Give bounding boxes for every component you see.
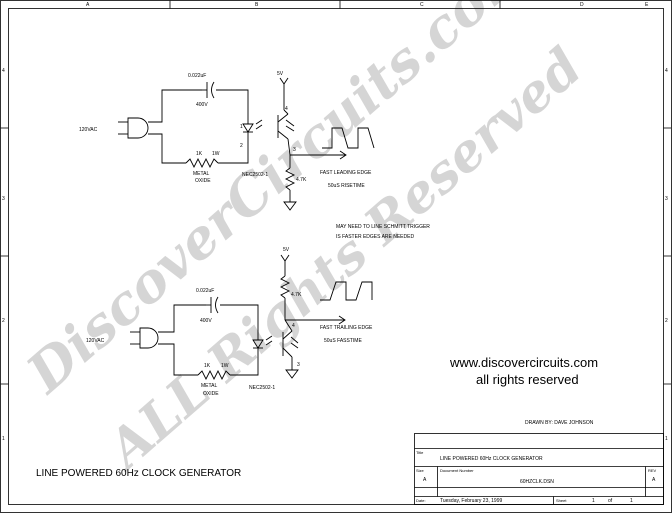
tb-date: Tuesday, February 23, 1999	[440, 498, 502, 504]
top-cap-voltage: 400V	[196, 102, 208, 108]
bottom-cap-voltage: 400V	[200, 318, 212, 324]
row-number-4: 4	[2, 68, 5, 74]
site-credit: www.discovercircuits.com all rights rese…	[449, 355, 598, 387]
watermark: DiscoverCircuits.com ALL Rights Reserved	[13, 0, 594, 483]
supply-arrow-icon	[279, 77, 289, 110]
mains-plug-icon	[118, 117, 149, 139]
resistor-icon	[185, 157, 219, 169]
top-edge-note-1: FAST LEADING EDGE	[320, 170, 372, 176]
pulldown-resistor-icon	[284, 167, 296, 191]
border-labels: A B C D E 4 3 2 1 4 3 2 1	[2, 2, 668, 442]
top-circuit-labels: 0.022uF 400V 120VAC 1K 1W METAL OXIDE NE…	[79, 71, 372, 189]
mains-plug-icon-bottom	[130, 327, 159, 349]
top-cap-value: 0.022uF	[188, 73, 206, 79]
tb-size: A	[423, 477, 427, 483]
led-icon-bottom	[252, 335, 273, 355]
pullup-resistor-icon-bottom	[279, 275, 291, 299]
tb-sheet-of: of	[608, 498, 613, 504]
tb-title: LINE POWERED 60Hz CLOCK GENERATOR	[440, 456, 543, 462]
ground-icon-bottom	[285, 369, 299, 379]
output-arrow-icon	[339, 150, 347, 160]
col-letter-a: A	[86, 2, 90, 8]
bottom-opto-part: NEC2502-1	[249, 385, 275, 391]
top-res-value: 1K	[196, 151, 203, 157]
row-number-3-right: 3	[665, 196, 668, 202]
top-res-type-1: METAL	[193, 171, 210, 177]
row-number-4-right: 4	[665, 68, 668, 74]
drawn-by: DRAWN BY: DAVE JOHNSON	[525, 420, 594, 426]
tb-rev: A	[652, 477, 656, 483]
col-letter-d: D	[580, 2, 584, 8]
tb-rev-label: REV	[648, 468, 657, 473]
bottom-mains-label: 120VAC	[86, 338, 105, 344]
top-pullup: 4.7K	[296, 177, 307, 183]
top-edge-note-2: 50uS RISETIME	[328, 183, 365, 189]
waveform-icon-bottom	[320, 281, 373, 301]
phototransistor-icon-bottom	[282, 330, 299, 358]
top-opto-pin3: 3	[293, 147, 296, 153]
schmitt-note-line2: IS FASTER EDGES ARE NEEDED	[336, 234, 414, 240]
col-letter-e: E	[645, 2, 649, 8]
top-mains-label: 120VAC	[79, 127, 98, 133]
top-opto-pin2: 2	[240, 143, 243, 149]
tb-size-label: Size	[416, 468, 425, 473]
ground-icon	[283, 201, 297, 211]
tb-sheet-total: 1	[630, 498, 633, 504]
row-number-2: 2	[2, 318, 5, 324]
bottom-res-power: 1W	[221, 363, 229, 369]
supply-arrow-icon-bottom	[280, 254, 290, 276]
top-opto-part: NEC2502-1	[242, 172, 268, 178]
tb-title-label: Title	[416, 450, 424, 455]
bottom-pullup: 4.7K	[291, 292, 302, 298]
capacitor-icon	[202, 81, 215, 99]
tb-date-label: Date:	[416, 498, 426, 503]
led-icon	[242, 118, 263, 140]
tb-sheet-num: 1	[592, 498, 595, 504]
title-block	[414, 433, 664, 505]
tb-docnum-label: Document Number	[440, 468, 474, 473]
capacitor-icon-bottom	[206, 296, 219, 314]
bottom-res-type-2: OXIDE	[203, 391, 219, 397]
bottom-res-value: 1K	[204, 363, 211, 369]
top-supply: 5V	[277, 71, 284, 77]
bottom-circuit-labels: 0.022uF 400V 120VAC 1K 1W METAL OXIDE NE…	[86, 247, 373, 397]
schmitt-note-line1: MAY NEED TO LINE SCHMITT TRIGGER	[336, 224, 430, 230]
site-rights: all rights reserved	[476, 372, 579, 387]
top-opto-pin1: 1	[240, 124, 243, 130]
top-circuit	[118, 77, 375, 211]
bottom-edge-note-2: 50uS FASSTIME	[324, 338, 362, 344]
bottom-circuit	[130, 254, 373, 381]
row-number-3: 3	[2, 196, 5, 202]
col-letter-c: C	[420, 2, 424, 8]
top-opto-pin4: 4	[285, 106, 288, 112]
phototransistor-icon	[277, 113, 295, 140]
row-number-1-right: 1	[665, 436, 668, 442]
title-block-text: Title LINE POWERED 60Hz CLOCK GENERATOR …	[416, 450, 657, 504]
bottom-opto-pin3: 3	[297, 362, 300, 368]
top-res-type-2: OXIDE	[195, 178, 211, 184]
main-title: LINE POWERED 60Hz CLOCK GENERATOR	[36, 468, 241, 479]
schmitt-note: MAY NEED TO LINE SCHMITT TRIGGER IS FAST…	[336, 224, 430, 240]
bottom-edge-note-1: FAST TRAILING EDGE	[320, 325, 373, 331]
tb-sheet-label: Sheet	[556, 498, 567, 503]
bottom-opto-pin4: 4	[292, 323, 295, 329]
output-arrow-icon-bottom	[338, 315, 346, 325]
waveform-icon	[322, 127, 375, 149]
site-url: www.discovercircuits.com	[449, 355, 598, 370]
row-number-2-right: 2	[665, 318, 668, 324]
bottom-supply: 5V	[283, 247, 290, 253]
col-letter-b: B	[255, 2, 259, 8]
tb-docnum: 60HZCLK.DSN	[520, 479, 554, 485]
bottom-res-type-1: METAL	[201, 383, 218, 389]
resistor-icon-bottom	[197, 369, 231, 381]
top-res-power: 1W	[212, 151, 220, 157]
row-number-1: 1	[2, 436, 5, 442]
bottom-cap-value: 0.022uF	[196, 288, 214, 294]
